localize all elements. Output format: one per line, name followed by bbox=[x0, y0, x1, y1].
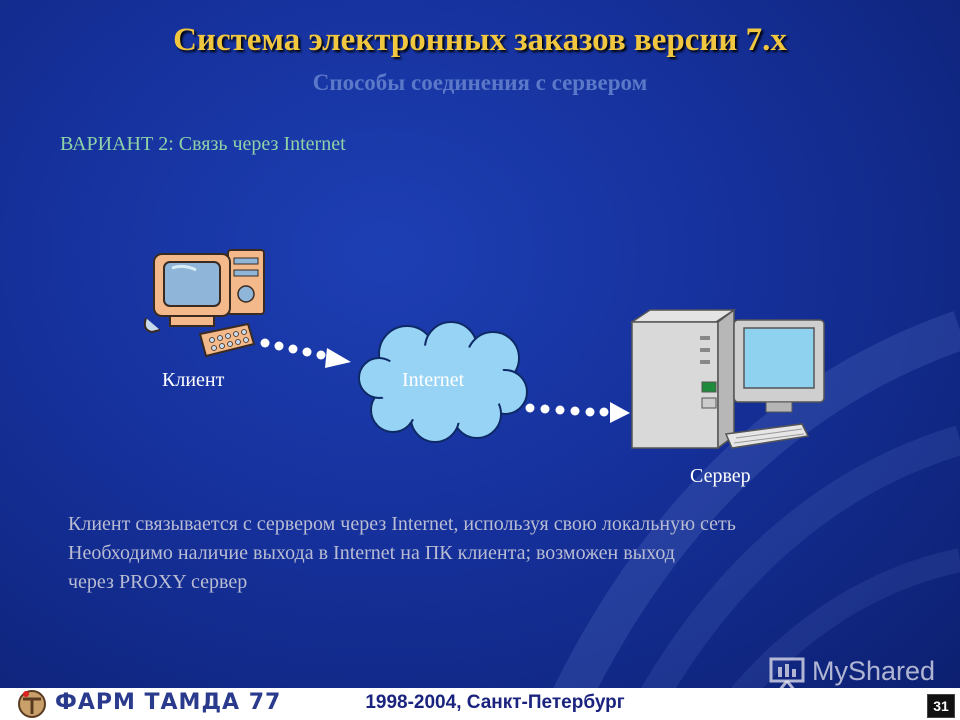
presentation-icon bbox=[769, 657, 805, 692]
page-number: 31 bbox=[927, 694, 955, 718]
description-block: Клиент связывается с сервером через Inte… bbox=[68, 510, 888, 597]
company-logo-text: ФАРМ ТАМДА 77 bbox=[55, 690, 282, 715]
server-label: Сервер bbox=[690, 465, 751, 487]
description-line: Необходимо наличие выхода в Internet на … bbox=[68, 542, 675, 564]
watermark: MyShared bbox=[812, 656, 936, 686]
variant-heading: ВАРИАНТ 2: Связь через Internet bbox=[60, 133, 346, 155]
arrow-client-to-internet bbox=[260, 338, 351, 368]
description-line: Клиент связывается с сервером через Inte… bbox=[68, 513, 736, 535]
internet-label: Internet bbox=[402, 369, 465, 391]
internet-cloud-icon bbox=[358, 321, 528, 443]
description-line: через PROXY сервер bbox=[68, 571, 248, 593]
client-computer-icon bbox=[143, 249, 265, 358]
company-logo-icon bbox=[18, 690, 46, 718]
slide-subtitle: Способы соединения с сервером bbox=[312, 70, 648, 95]
footer-bar bbox=[0, 688, 960, 720]
server-computer-icon bbox=[630, 308, 825, 450]
client-label: Клиент bbox=[162, 369, 225, 391]
footer-date: 1998-2004, Санкт-Петербург bbox=[365, 692, 625, 713]
slide-title: Система электронных заказов версии 7.х bbox=[173, 22, 787, 58]
arrow-internet-to-server bbox=[525, 402, 630, 423]
